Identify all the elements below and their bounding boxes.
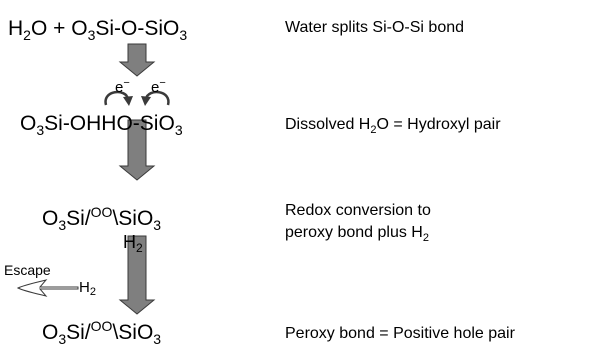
step3-formula: O3Si/OO\SiO3 (42, 204, 162, 233)
down-arrow-1 (118, 43, 156, 77)
electron-label-left: e− (115, 77, 130, 96)
electron-arrowhead-right (141, 96, 151, 106)
step4-formula: O3Si/OO\SiO3 (42, 318, 162, 347)
escape-label: Escape (4, 262, 51, 278)
escape-arrow (16, 279, 79, 297)
step2-formula: O3Si-OHHO-SiO3 (20, 112, 183, 138)
down-arrow-3 (118, 235, 156, 315)
electron-label-right: e− (151, 77, 166, 96)
step1-description: Water splits Si-O-Si bond (285, 19, 465, 36)
step3-description-line1: Redox conversion to (285, 202, 431, 219)
step4-description: Peroxy bond = Positive hole pair (285, 325, 515, 342)
electron-arrowhead-left (123, 96, 133, 106)
step2-description: Dissolved H2O = Hydroxyl pair (285, 116, 501, 136)
step3-h2-below: H2 (123, 232, 143, 255)
escape-h2: H2 (79, 279, 96, 298)
step1-formula: H2O + O3Si-O-SiO3 (8, 17, 188, 43)
step3-description-line2: peroxy bond plus H2 (285, 224, 429, 244)
down-arrow-2 (118, 119, 156, 181)
